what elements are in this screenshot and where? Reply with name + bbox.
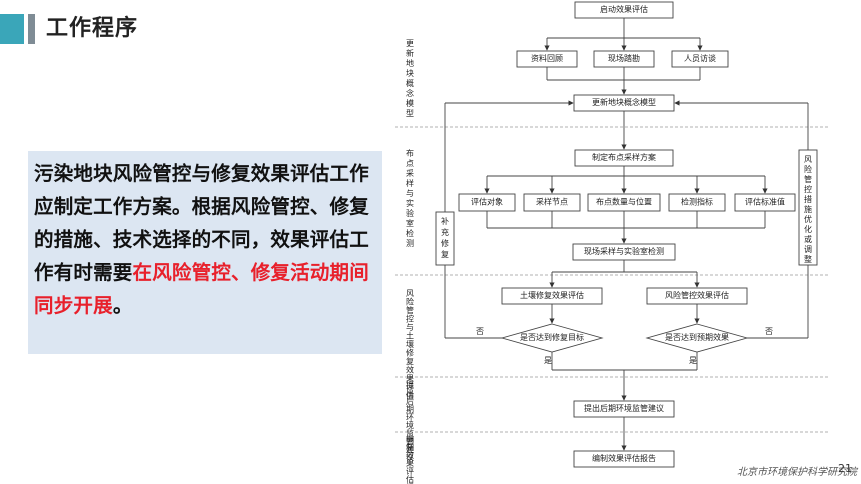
page-number: 21 (838, 462, 852, 475)
report-box (573, 450, 675, 468)
plan-label: 制定布点采样方案 (592, 152, 656, 162)
plan-item-label: 评估对象 (471, 197, 503, 207)
title-accent-bar-gray (28, 14, 35, 44)
right-loop-label: 风险管控措施优化或调整 (804, 155, 812, 264)
section-label: 风险管控与土壤修复效果评估 (406, 289, 414, 400)
update-model-label: 更新地块概念模型 (592, 97, 656, 107)
no-label: 否 (765, 327, 773, 336)
yes-label: 是 (689, 356, 697, 365)
summary-text-black: 污染地块风险管控与修复效果评估工作应制定工作方案。根据风险管控、修复的措施、技术… (34, 162, 369, 284)
soil-decision-label: 是否达到修复目标 (520, 332, 584, 342)
title-accent-bar (0, 14, 24, 44)
summary-text: 污染地块风险管控与修复效果评估工作应制定工作方案。根据风险管控、修复的措施、技术… (34, 157, 376, 322)
section-label: 提出后期环境监管建议 (406, 380, 414, 462)
input-label: 现场踏勘 (608, 53, 640, 63)
no-label: 否 (476, 327, 484, 336)
supervision-label: 提出后期环境监管建议 (584, 403, 664, 413)
input-label: 人员访谈 (684, 53, 716, 63)
yes-label: 是 (544, 356, 552, 365)
left-loop-label: 补充修复 (441, 216, 449, 259)
sampling-label: 现场采样与实验室检测 (584, 246, 664, 256)
summary-text-end: 。 (112, 294, 133, 317)
section-label: 编制效果评估报告 (406, 434, 414, 484)
summary-text-highlight: 在风险管控、修复活动期间同步开展 (34, 261, 369, 317)
plan-item-label: 采样节点 (536, 197, 568, 207)
risk-decision-label: 是否达到预期效果 (665, 332, 729, 342)
input-label: 资料回顾 (531, 53, 563, 63)
start-label: 启动效果评估 (600, 4, 648, 14)
soil-eval-label: 土壤修复效果评估 (520, 290, 584, 300)
plan-item-label: 布点数量与位置 (596, 197, 652, 207)
plan-item-label: 评估标准值 (745, 197, 785, 207)
footer-organization: 北京市环境保护科学研究院 (737, 467, 857, 478)
plan-item-label: 检测指标 (681, 197, 713, 207)
section-label: 更新地块概念模型 (406, 39, 414, 118)
slide-title: 工作程序 (46, 16, 139, 41)
section-label: 布点采样与实验室检测 (406, 148, 414, 248)
risk-eval-label: 风险管控效果评估 (665, 290, 729, 300)
summary-textbox: 污染地块风险管控与修复效果评估工作应制定工作方案。根据风险管控、修复的措施、技术… (28, 151, 382, 354)
report-label: 编制效果评估报告 (592, 453, 656, 463)
